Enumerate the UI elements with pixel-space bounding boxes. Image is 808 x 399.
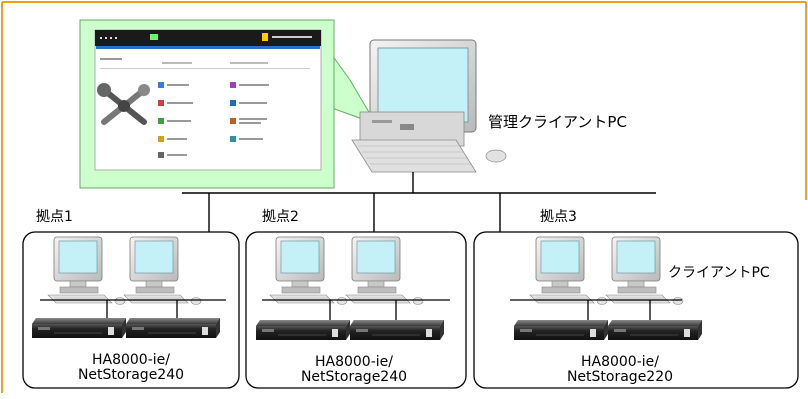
site-1-label: 拠点1: [36, 209, 73, 225]
site-1-devices: [31, 236, 226, 339]
site-2-label: 拠点2: [262, 209, 299, 225]
site-2-model-caption: HA8000-ie/ NetStorage240: [284, 355, 424, 385]
mouse-icon: [485, 149, 507, 163]
management-screen-callout: [79, 19, 378, 189]
manager-pc-label: 管理クライアントPC: [488, 113, 627, 131]
network-lines: [182, 172, 656, 232]
client-pc-label: クライアントPC: [668, 265, 770, 281]
site-2-model-line2: NetStorage240: [300, 369, 408, 385]
site-1-model-line2: NetStorage240: [77, 367, 185, 383]
site-3-model-line2: NetStorage220: [566, 369, 674, 385]
site-3-model-line1: HA8000-ie/: [580, 354, 659, 370]
site-2-devices: [255, 236, 450, 341]
site-3-model-caption: HA8000-ie/ NetStorage220: [550, 355, 690, 385]
site-3-devices: [510, 236, 703, 341]
site-2-model-line1: HA8000-ie/: [314, 354, 393, 370]
manager-pc: [351, 39, 507, 173]
keyboard-icon: [351, 139, 477, 173]
site-1-model-line1: HA8000-ie/: [91, 352, 170, 368]
site-1-model-caption: HA8000-ie/ NetStorage240: [61, 353, 201, 383]
tools-icon: [97, 83, 150, 125]
site-3-label: 拠点3: [540, 209, 577, 225]
